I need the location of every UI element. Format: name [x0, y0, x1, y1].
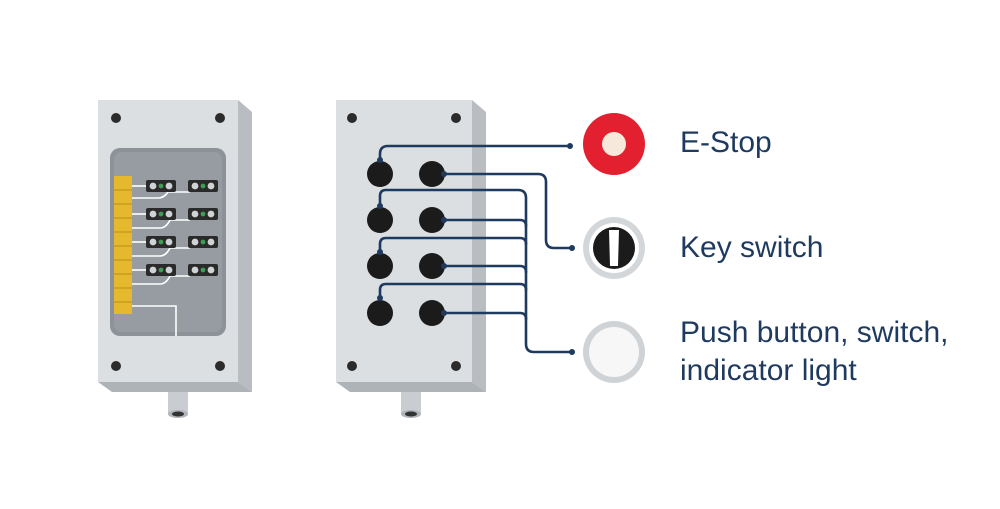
- contact-blocks: [146, 180, 218, 276]
- screw: [347, 113, 357, 123]
- key-switch-label: Key switch: [680, 231, 824, 264]
- wire-dots: [377, 143, 575, 355]
- screw: [347, 361, 357, 371]
- screw: [111, 361, 121, 371]
- screw: [215, 361, 225, 371]
- estop-label: E-Stop: [680, 126, 772, 159]
- screw: [111, 113, 121, 123]
- terminal-strip: [114, 176, 132, 314]
- closed-enclosure: [336, 100, 486, 418]
- push-button-label: Push button, switch, indicator light: [680, 314, 948, 390]
- connector-wires: [378, 144, 574, 354]
- key-switch-icon: [583, 217, 645, 279]
- estop-icon: [583, 113, 645, 175]
- open-enclosure: [98, 100, 252, 418]
- screw: [451, 361, 461, 371]
- push-button-icon: [583, 321, 645, 383]
- push-button-label-line1: Push button, switch,: [680, 316, 949, 349]
- push-button-label-line2: indicator light: [680, 354, 857, 387]
- screw: [215, 113, 225, 123]
- enclosure-face-right: [336, 100, 472, 382]
- mounting-holes: [367, 161, 445, 326]
- screw: [451, 113, 461, 123]
